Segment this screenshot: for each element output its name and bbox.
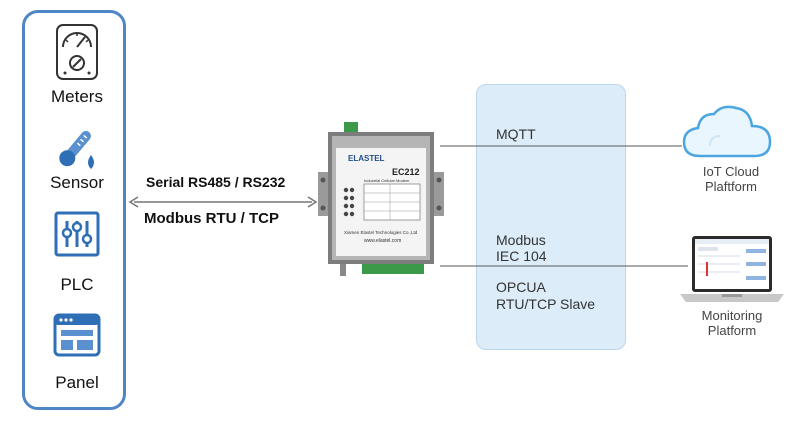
serial-link-label: Serial RS485 / RS232 (146, 174, 286, 190)
modbus-link-label: Modbus RTU / TCP (144, 210, 279, 227)
gateway-subtitle: Industrial Cellular Modem (364, 178, 410, 183)
cloud-icon (682, 105, 772, 158)
bidirectional-arrow (128, 196, 318, 208)
meter-icon (56, 24, 98, 80)
plc-label: PLC (60, 275, 94, 294)
laptop-monitor-icon (680, 236, 784, 302)
monitoring-line2: Platform (707, 323, 757, 338)
monitoring-platform-label: Monitoring Platform (686, 308, 778, 338)
protocol-box (476, 84, 626, 350)
ec212-gateway-device: ELASTEL EC212 Industrial Cellular Modem … (318, 118, 444, 278)
modbus-protocol: Modbus (496, 232, 546, 248)
opcua-protocol: OPCUA (496, 279, 546, 295)
thermometer-sensor-icon (59, 130, 94, 169)
rtu-tcp-slave-protocol: RTU/TCP Slave (496, 296, 596, 312)
plc-icon (54, 211, 100, 257)
gateway-company: Xiamen Elastel Technologies Co.,Ltd (344, 230, 418, 235)
monitoring-line1: Monitoring (701, 308, 763, 323)
iot-cloud-label: IoT Cloud Plaftform (688, 164, 774, 194)
gateway-brand: ELASTEL (348, 154, 385, 163)
gateway-body (318, 122, 444, 276)
panel-window-icon (53, 313, 101, 357)
iot-cloud-line1: IoT Cloud (702, 164, 760, 179)
panel-label: Panel (55, 373, 99, 392)
field-devices-panel: Meters Sensor PLC Panel (22, 10, 126, 410)
meters-label: Meters (51, 87, 103, 106)
gateway-model: EC212 (392, 167, 420, 177)
mqtt-protocol: MQTT (496, 126, 536, 142)
gateway-website: www.elastel.com (364, 238, 402, 244)
sensor-label: Sensor (50, 173, 104, 192)
iot-cloud-line2: Plaftform (704, 179, 757, 194)
iec104-protocol: IEC 104 (496, 248, 547, 264)
